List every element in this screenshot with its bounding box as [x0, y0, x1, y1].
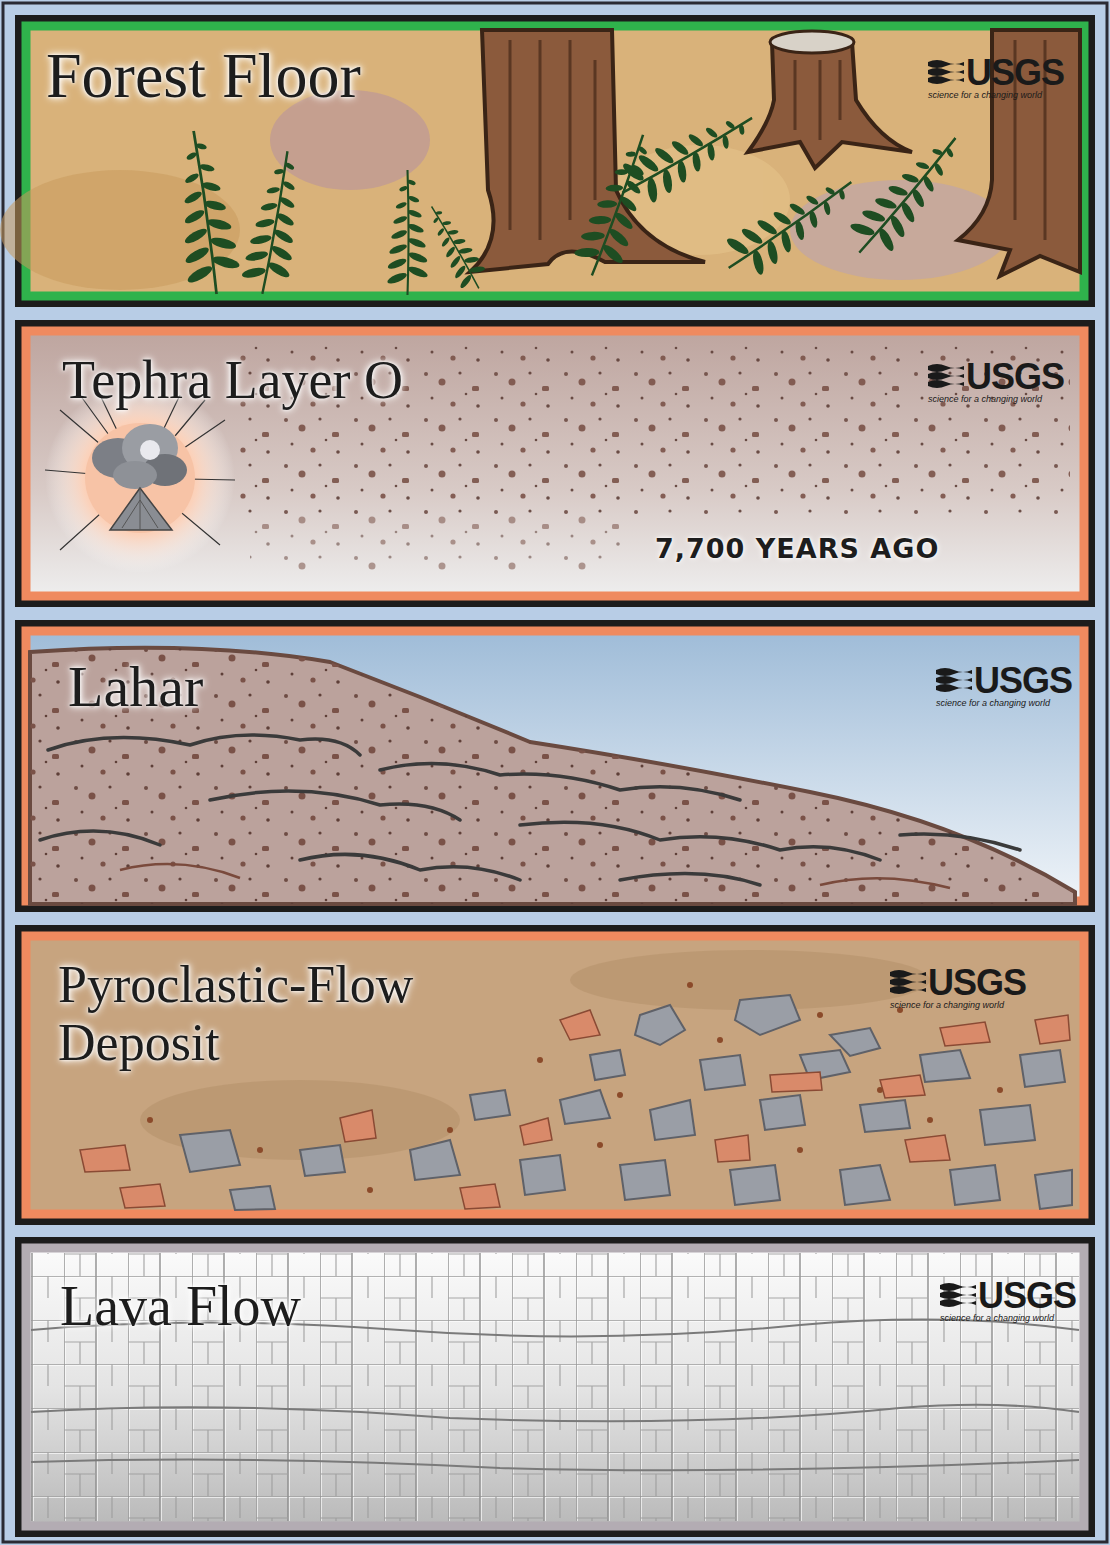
logo-text: USGS: [966, 359, 1064, 395]
layer-title: Pyroclastic-Flow Deposit: [58, 956, 528, 1072]
logo-text: USGS: [974, 663, 1072, 699]
age-label: 7,700 YEARS AGO: [655, 533, 939, 564]
pyroclastic-band: Pyroclastic-Flow Deposit USGSscience for …: [15, 925, 1095, 1225]
logo-tagline: science for a changing world: [940, 1314, 1054, 1323]
layer-title: Lava Flow: [60, 1275, 480, 1338]
logo-tagline: science for a changing world: [928, 91, 1042, 100]
layer-title: Tephra Layer O: [62, 350, 542, 410]
layer-title: Lahar: [68, 655, 368, 720]
forest-floor-band: Forest Floor USGSscience for a changing w…: [15, 15, 1095, 307]
tephra-band: Tephra Layer O 7,700 YEARS AGO USGSscience…: [15, 320, 1095, 607]
logo-text: USGS: [978, 1278, 1076, 1314]
lava-flow-band: Lava Flow USGSscience for a changing worl…: [15, 1237, 1095, 1537]
logo-tagline: science for a changing world: [928, 395, 1042, 404]
logo-tagline: science for a changing world: [890, 1001, 1004, 1010]
lahar-band: Lahar USGSscience for a changing world: [15, 620, 1095, 912]
logo-tagline: science for a changing world: [936, 699, 1050, 708]
logo-text: USGS: [928, 965, 1026, 1001]
layer-title: Forest Floor: [46, 40, 486, 112]
logo-text: USGS: [966, 55, 1064, 91]
